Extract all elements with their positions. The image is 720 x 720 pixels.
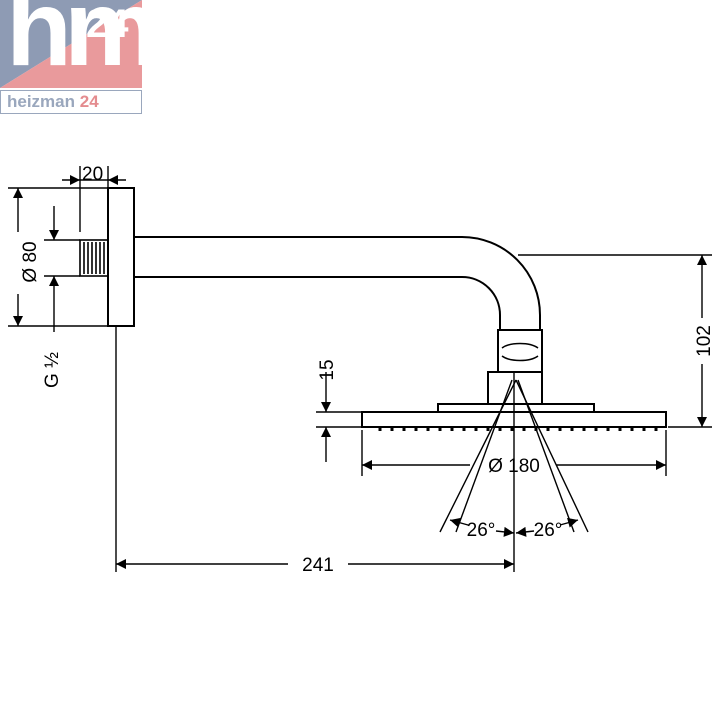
logo-mark-number: 24 [86,2,128,46]
arm-lower-edge [134,276,501,330]
wall-flange [107,187,135,327]
shower-head-top [437,403,595,413]
logo-mark: hm 24 [0,0,142,88]
label-head-diameter: Ø 180 [488,456,540,477]
label-head-height: 15 [317,359,338,380]
label-thread: G ½ [42,352,63,388]
label-projection: 241 [302,555,334,576]
logo-background [0,0,142,88]
label-angle-right: 26° [534,520,563,541]
thread-connector [79,239,109,277]
logo-brand-number: 24 [79,92,99,111]
connector-nut [487,371,543,405]
logo-brand-text: heizman 24 [7,92,99,112]
heizman24-logo: hm 24 heizman 24 [0,0,142,114]
spray-inner-right [517,379,575,533]
arm-upper-edge [134,236,541,330]
logo-brand-name: heizman [7,92,76,111]
logo-mark-text: hm [6,0,142,88]
label-flange-diameter: Ø 80 [20,241,41,282]
label-angle-left: 26° [467,520,496,541]
ball-joint [497,329,543,373]
logo-brand-bar: heizman 24 [0,90,142,114]
shower-arm-assembly [79,187,667,431]
label-drop: 102 [694,325,715,357]
dimension-labels: 20 Ø 80 G ½ 15 102 Ø 180 26° 26° 241 [20,164,715,576]
label-wall-depth: 20 [82,164,103,185]
spray-inner-left [455,379,513,533]
dimension-lines [8,166,712,572]
